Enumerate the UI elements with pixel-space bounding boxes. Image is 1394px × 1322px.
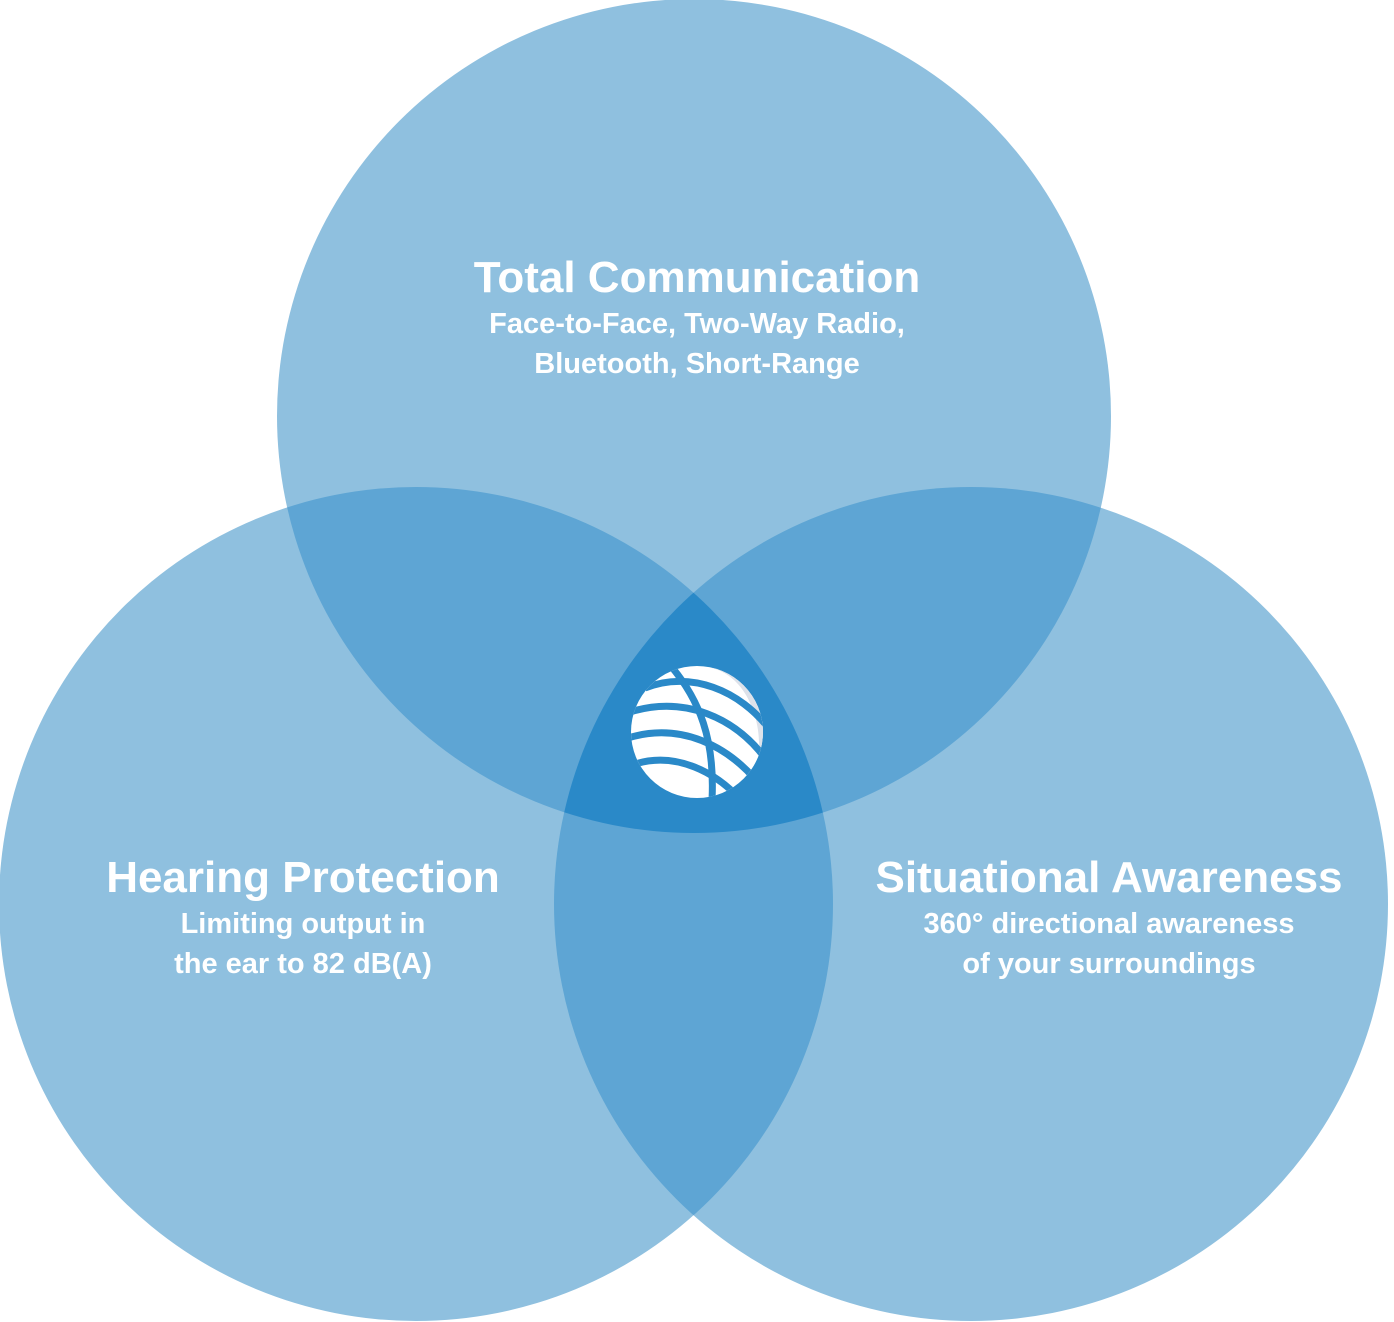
label-total-communication: Total Communication Face-to-Face, Two-Wa… bbox=[347, 252, 1047, 384]
overlap-center bbox=[554, 487, 833, 833]
circle-title: Situational Awareness bbox=[875, 853, 1343, 902]
circle-description-line: the ear to 82 dB(A) bbox=[174, 948, 432, 980]
label-hearing-protection: Hearing Protection Limiting output in th… bbox=[53, 852, 553, 984]
circle-description-line: Limiting output in bbox=[180, 908, 426, 940]
circle-title: Total Communication bbox=[473, 253, 921, 302]
circle-description-line: Face-to-Face, Two-Way Radio, bbox=[489, 308, 905, 340]
circle-description-line: Bluetooth, Short-Range bbox=[534, 348, 860, 380]
circle-description-line: of your surroundings bbox=[962, 948, 1256, 980]
circle-description-line: 360° directional awareness bbox=[923, 908, 1295, 940]
label-situational-awareness: Situational Awareness 360° directional a… bbox=[834, 852, 1384, 984]
circle-title: Hearing Protection bbox=[106, 853, 500, 902]
